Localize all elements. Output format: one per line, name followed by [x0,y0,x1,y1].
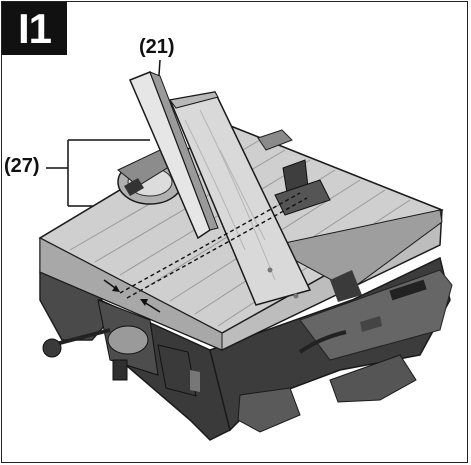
wood-workpiece [168,91,312,306]
figure-label-badge: I1 [2,2,67,55]
front-controls [42,299,200,397]
mitre-gauge [117,71,219,240]
callout-part-21: (21) [139,36,175,58]
measurement-arrow-icon [103,279,161,313]
callout-part-27: (27) [4,155,40,177]
cut-line [119,192,308,299]
